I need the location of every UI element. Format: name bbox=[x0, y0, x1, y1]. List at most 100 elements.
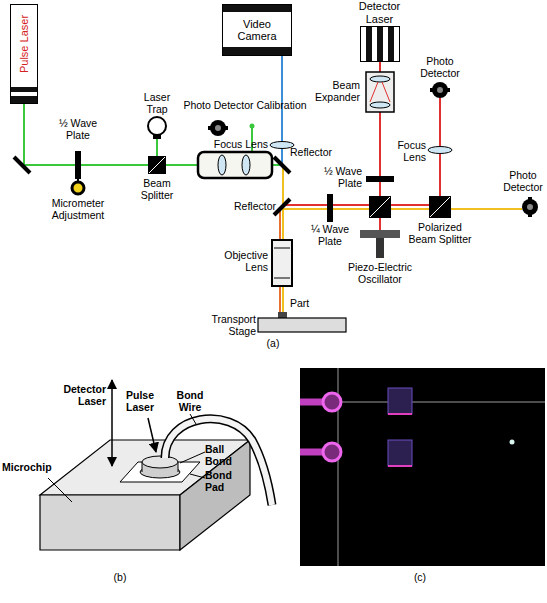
panel-label: (a) bbox=[258, 338, 288, 350]
laser-box: Pulse Laser bbox=[10, 4, 38, 104]
part-label: Laser Trap bbox=[137, 92, 177, 116]
node-text: Video Camera bbox=[232, 18, 282, 43]
part-label: Detector Laser bbox=[54, 384, 106, 408]
part-label: Polarized Beam Splitter bbox=[405, 222, 475, 246]
objective-lens bbox=[272, 240, 292, 286]
panel-label: (c) bbox=[405, 572, 435, 584]
pad-image bbox=[388, 388, 412, 414]
node-text: Detector Laser bbox=[354, 0, 406, 25]
micrometer-knob bbox=[72, 182, 84, 194]
wave-plate bbox=[366, 176, 394, 182]
leader-line bbox=[190, 474, 205, 478]
pad-image bbox=[388, 440, 412, 466]
panel-label: (b) bbox=[105, 572, 135, 584]
pad-edge bbox=[388, 465, 412, 467]
splitter-diagonal bbox=[149, 157, 165, 173]
laser-spot bbox=[510, 440, 515, 445]
part-label: Bond Wire bbox=[170, 390, 210, 414]
leader-line bbox=[190, 414, 196, 424]
splitter-diagonal bbox=[430, 197, 450, 217]
part-label: ½ Wave Plate bbox=[58, 118, 98, 142]
part-label: Part bbox=[290, 298, 320, 310]
detector-window bbox=[437, 87, 443, 93]
lens bbox=[242, 155, 250, 175]
piezo-plate bbox=[360, 230, 400, 238]
lens bbox=[370, 76, 390, 82]
detector-laser-arrow bbox=[111, 380, 113, 466]
pad-edge bbox=[388, 413, 412, 415]
wire-image bbox=[300, 399, 324, 406]
photo-detector-symbol bbox=[522, 197, 538, 217]
ball-bond-top bbox=[142, 456, 178, 468]
polarized-beam-splitter bbox=[429, 196, 451, 218]
bond-wire-outline bbox=[165, 419, 272, 505]
beam-splitter bbox=[148, 156, 166, 174]
part-label: Photo Detector bbox=[415, 56, 465, 80]
pulse-laser-arrow bbox=[148, 418, 156, 452]
detector-body bbox=[522, 199, 538, 215]
part bbox=[278, 312, 287, 318]
part-label: Photo Detector bbox=[500, 170, 546, 194]
leader-line bbox=[48, 478, 72, 502]
lens-ring bbox=[274, 278, 290, 279]
focus-lens bbox=[428, 147, 452, 154]
laser-trap-bulb bbox=[148, 117, 166, 135]
camera-box: Video Camera bbox=[222, 4, 292, 56]
node-text: Pulse Laser bbox=[18, 15, 30, 73]
laser-trap-base bbox=[153, 134, 161, 139]
reflector bbox=[274, 157, 290, 173]
detector-body bbox=[210, 120, 226, 136]
part-label: Beam Splitter bbox=[130, 178, 184, 202]
reflector bbox=[274, 199, 290, 215]
beam-spot bbox=[250, 124, 255, 129]
part-label: Micrometer Adjustment bbox=[45, 198, 111, 222]
calibration-housing bbox=[198, 152, 272, 178]
part-label: Transport Stage bbox=[204, 314, 256, 338]
part-label: Pulse Laser bbox=[118, 390, 162, 414]
part-label: Microchip bbox=[2, 462, 58, 474]
photo-detector-symbol bbox=[430, 82, 450, 98]
yellow-beam bbox=[282, 208, 522, 210]
part-label: Beam Expander bbox=[312, 80, 360, 104]
mirror bbox=[14, 157, 30, 173]
transport-stage bbox=[258, 318, 346, 332]
green-beam bbox=[156, 138, 158, 156]
part-label: ½ Wave Plate bbox=[322, 166, 362, 190]
splitter-diagonal bbox=[370, 197, 390, 217]
part-label: ¼ Wave Plate bbox=[310, 224, 350, 248]
wire-image bbox=[300, 449, 324, 456]
part-label: Focus Lens bbox=[206, 139, 268, 151]
wave-plate bbox=[327, 194, 333, 222]
photo-detector-symbol bbox=[208, 120, 228, 136]
part-label: Photo Detector Calibration bbox=[170, 100, 320, 112]
detector-window bbox=[527, 204, 533, 210]
part-label: Reflector bbox=[290, 147, 340, 159]
part-label: Ball Bond bbox=[205, 444, 249, 468]
part-label: Objective Lens bbox=[218, 250, 268, 274]
expanded-beam bbox=[370, 82, 390, 102]
microchip-front bbox=[40, 495, 180, 550]
lens-ring bbox=[274, 248, 290, 249]
red-beam bbox=[282, 204, 440, 206]
part-label: Focus Lens bbox=[390, 140, 426, 164]
bond-wire bbox=[165, 419, 272, 505]
lens bbox=[218, 155, 226, 175]
part-label: Bond Pad bbox=[205, 470, 249, 494]
piezo-stem bbox=[376, 238, 384, 258]
ball-bond-image bbox=[323, 443, 341, 461]
part-label: Reflector bbox=[226, 201, 276, 213]
beam-splitter-cube bbox=[369, 196, 391, 218]
micrograph bbox=[300, 368, 545, 566]
beam-expander bbox=[366, 72, 394, 112]
microchip-side bbox=[180, 440, 250, 550]
part-label: Piezo-Electric Oscillator bbox=[343, 262, 417, 286]
wave-plate bbox=[75, 151, 81, 179]
ball-bond-image bbox=[323, 393, 341, 411]
leader-line bbox=[180, 452, 205, 463]
detector-window bbox=[215, 125, 221, 131]
lens bbox=[370, 102, 390, 108]
detector-body bbox=[432, 82, 448, 98]
